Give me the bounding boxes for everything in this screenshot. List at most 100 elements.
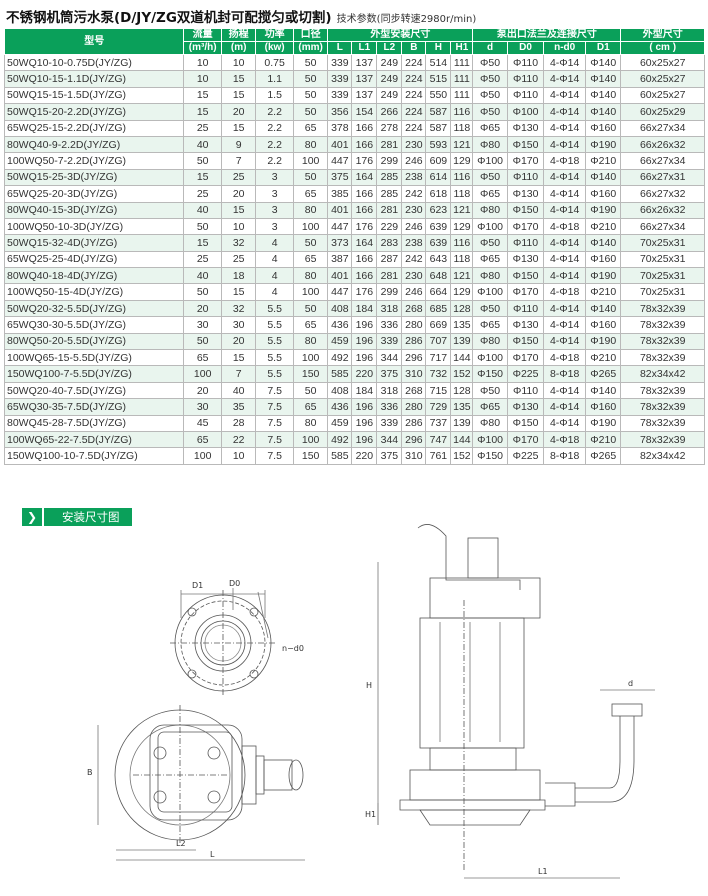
table-cell: 166 bbox=[351, 119, 378, 137]
table-cell: 135 bbox=[450, 398, 474, 416]
cell-model: 150WQ100-10-7.5D(JY/ZG) bbox=[3, 447, 185, 465]
table-cell: 356 bbox=[327, 103, 353, 121]
table-cell: 220 bbox=[351, 365, 378, 383]
table-cell: 249 bbox=[376, 86, 403, 105]
table-cell: Φ65 bbox=[472, 250, 508, 269]
table-cell: Φ150 bbox=[506, 201, 545, 219]
table-cell: 2.2 bbox=[255, 103, 294, 121]
title-sub: 技术参数(同步转速2980r/min) bbox=[336, 14, 477, 25]
table-cell: 15 bbox=[183, 234, 222, 252]
table-cell: Φ160 bbox=[585, 250, 622, 269]
table-cell: 20 bbox=[220, 332, 257, 351]
cell-model: 80WQ40-9-2.2D(JY/ZG) bbox=[3, 135, 185, 154]
table-cell: 4-Φ18 bbox=[543, 152, 587, 170]
table-cell: 22 bbox=[220, 430, 257, 449]
cell-model: 65WQ25-25-4D(JY/ZG) bbox=[3, 250, 185, 269]
table-cell: 737 bbox=[425, 414, 452, 432]
table-cell: Φ210 bbox=[585, 217, 622, 236]
table-cell: 639 bbox=[425, 217, 452, 236]
table-cell: Φ190 bbox=[585, 267, 622, 285]
table-cell: 176 bbox=[351, 283, 378, 301]
table-cell: 15 bbox=[220, 119, 257, 137]
header-col-h: H bbox=[425, 41, 452, 55]
table-cell: Φ130 bbox=[506, 316, 545, 334]
table-cell: 20 bbox=[183, 299, 222, 318]
table-cell: 0.75 bbox=[255, 53, 294, 72]
cell-model: 50WQ10-15-1.1D(JY/ZG) bbox=[3, 70, 185, 88]
table-cell: 385 bbox=[327, 185, 353, 203]
table-cell: Φ190 bbox=[585, 135, 622, 154]
table-cell: 30 bbox=[183, 316, 222, 334]
table-cell: 78x32x39 bbox=[620, 381, 705, 400]
table-cell: 66x27x34 bbox=[620, 119, 705, 137]
table-cell: 40 bbox=[183, 135, 222, 154]
table-cell: Φ210 bbox=[585, 430, 622, 449]
table-cell: 224 bbox=[401, 119, 427, 137]
table-cell: 176 bbox=[351, 217, 378, 236]
table-cell: 15 bbox=[183, 168, 222, 187]
table-cell: 3 bbox=[255, 168, 294, 187]
table-cell: 4-Φ18 bbox=[543, 283, 587, 301]
table-cell: Φ110 bbox=[506, 53, 545, 72]
table-cell: Φ50 bbox=[472, 299, 508, 318]
table-cell: 4-Φ14 bbox=[543, 299, 587, 318]
table-cell: Φ140 bbox=[585, 86, 622, 105]
cell-model: 65WQ30-35-7.5D(JY/ZG) bbox=[3, 398, 185, 416]
header-model: 型号 bbox=[3, 28, 185, 55]
table-cell: 585 bbox=[327, 447, 353, 465]
table-cell: 281 bbox=[376, 267, 403, 285]
table-cell: 375 bbox=[376, 447, 403, 465]
table-cell: 116 bbox=[450, 103, 474, 121]
table-cell: 152 bbox=[450, 447, 474, 465]
table-cell: 408 bbox=[327, 299, 353, 318]
table-cell: Φ130 bbox=[506, 185, 545, 203]
table-cell: 587 bbox=[425, 119, 452, 137]
table-cell: 5.5 bbox=[255, 316, 294, 334]
table-cell: 78x32x39 bbox=[620, 414, 705, 432]
table-cell: 50 bbox=[183, 217, 222, 236]
table-cell: 242 bbox=[401, 185, 427, 203]
table-cell: 296 bbox=[401, 430, 427, 449]
header-power: 功率 bbox=[255, 28, 294, 42]
table-cell: 318 bbox=[376, 299, 403, 318]
table-cell: 4-Φ14 bbox=[543, 86, 587, 105]
table-cell: Φ140 bbox=[585, 168, 622, 187]
table-cell: Φ140 bbox=[585, 381, 622, 400]
table-cell: 100 bbox=[292, 152, 329, 170]
cell-model: 65WQ25-20-3D(JY/ZG) bbox=[3, 185, 185, 203]
table-cell: 550 bbox=[425, 86, 452, 105]
table-cell: Φ160 bbox=[585, 185, 622, 203]
table-cell: 3 bbox=[255, 217, 294, 236]
table-cell: 4-Φ14 bbox=[543, 185, 587, 203]
table-cell: Φ65 bbox=[472, 398, 508, 416]
table-cell: 401 bbox=[327, 201, 353, 219]
table-cell: 80 bbox=[292, 332, 329, 351]
table-cell: 639 bbox=[425, 234, 452, 252]
table-cell: 230 bbox=[401, 135, 427, 154]
table-cell: Φ210 bbox=[585, 283, 622, 301]
table-cell: 20 bbox=[220, 103, 257, 121]
table-cell: 281 bbox=[376, 201, 403, 219]
table-cell: Φ65 bbox=[472, 316, 508, 334]
table-cell: 280 bbox=[401, 316, 427, 334]
table-cell: 643 bbox=[425, 250, 452, 269]
header-col-l: L bbox=[327, 41, 353, 55]
table-cell: 4-Φ14 bbox=[543, 70, 587, 88]
table-cell: 15 bbox=[220, 349, 257, 367]
cell-model: 50WQ20-32-5.5D(JY/ZG) bbox=[3, 299, 185, 318]
table-cell: 339 bbox=[327, 70, 353, 88]
table-cell: 296 bbox=[401, 349, 427, 367]
table-cell: 268 bbox=[401, 381, 427, 400]
label-nd0: n−d0 bbox=[282, 644, 304, 653]
page-title: 不锈钢机筒污水泵(D/JY/ZG双道机封可配搅匀或切割) 技术参数(同步转速29… bbox=[6, 6, 476, 26]
table-cell: 669 bbox=[425, 316, 452, 334]
table-cell: 139 bbox=[450, 332, 474, 351]
label-b: B bbox=[87, 768, 93, 777]
table-cell: Φ80 bbox=[472, 267, 508, 285]
table-cell: 1.1 bbox=[255, 70, 294, 88]
